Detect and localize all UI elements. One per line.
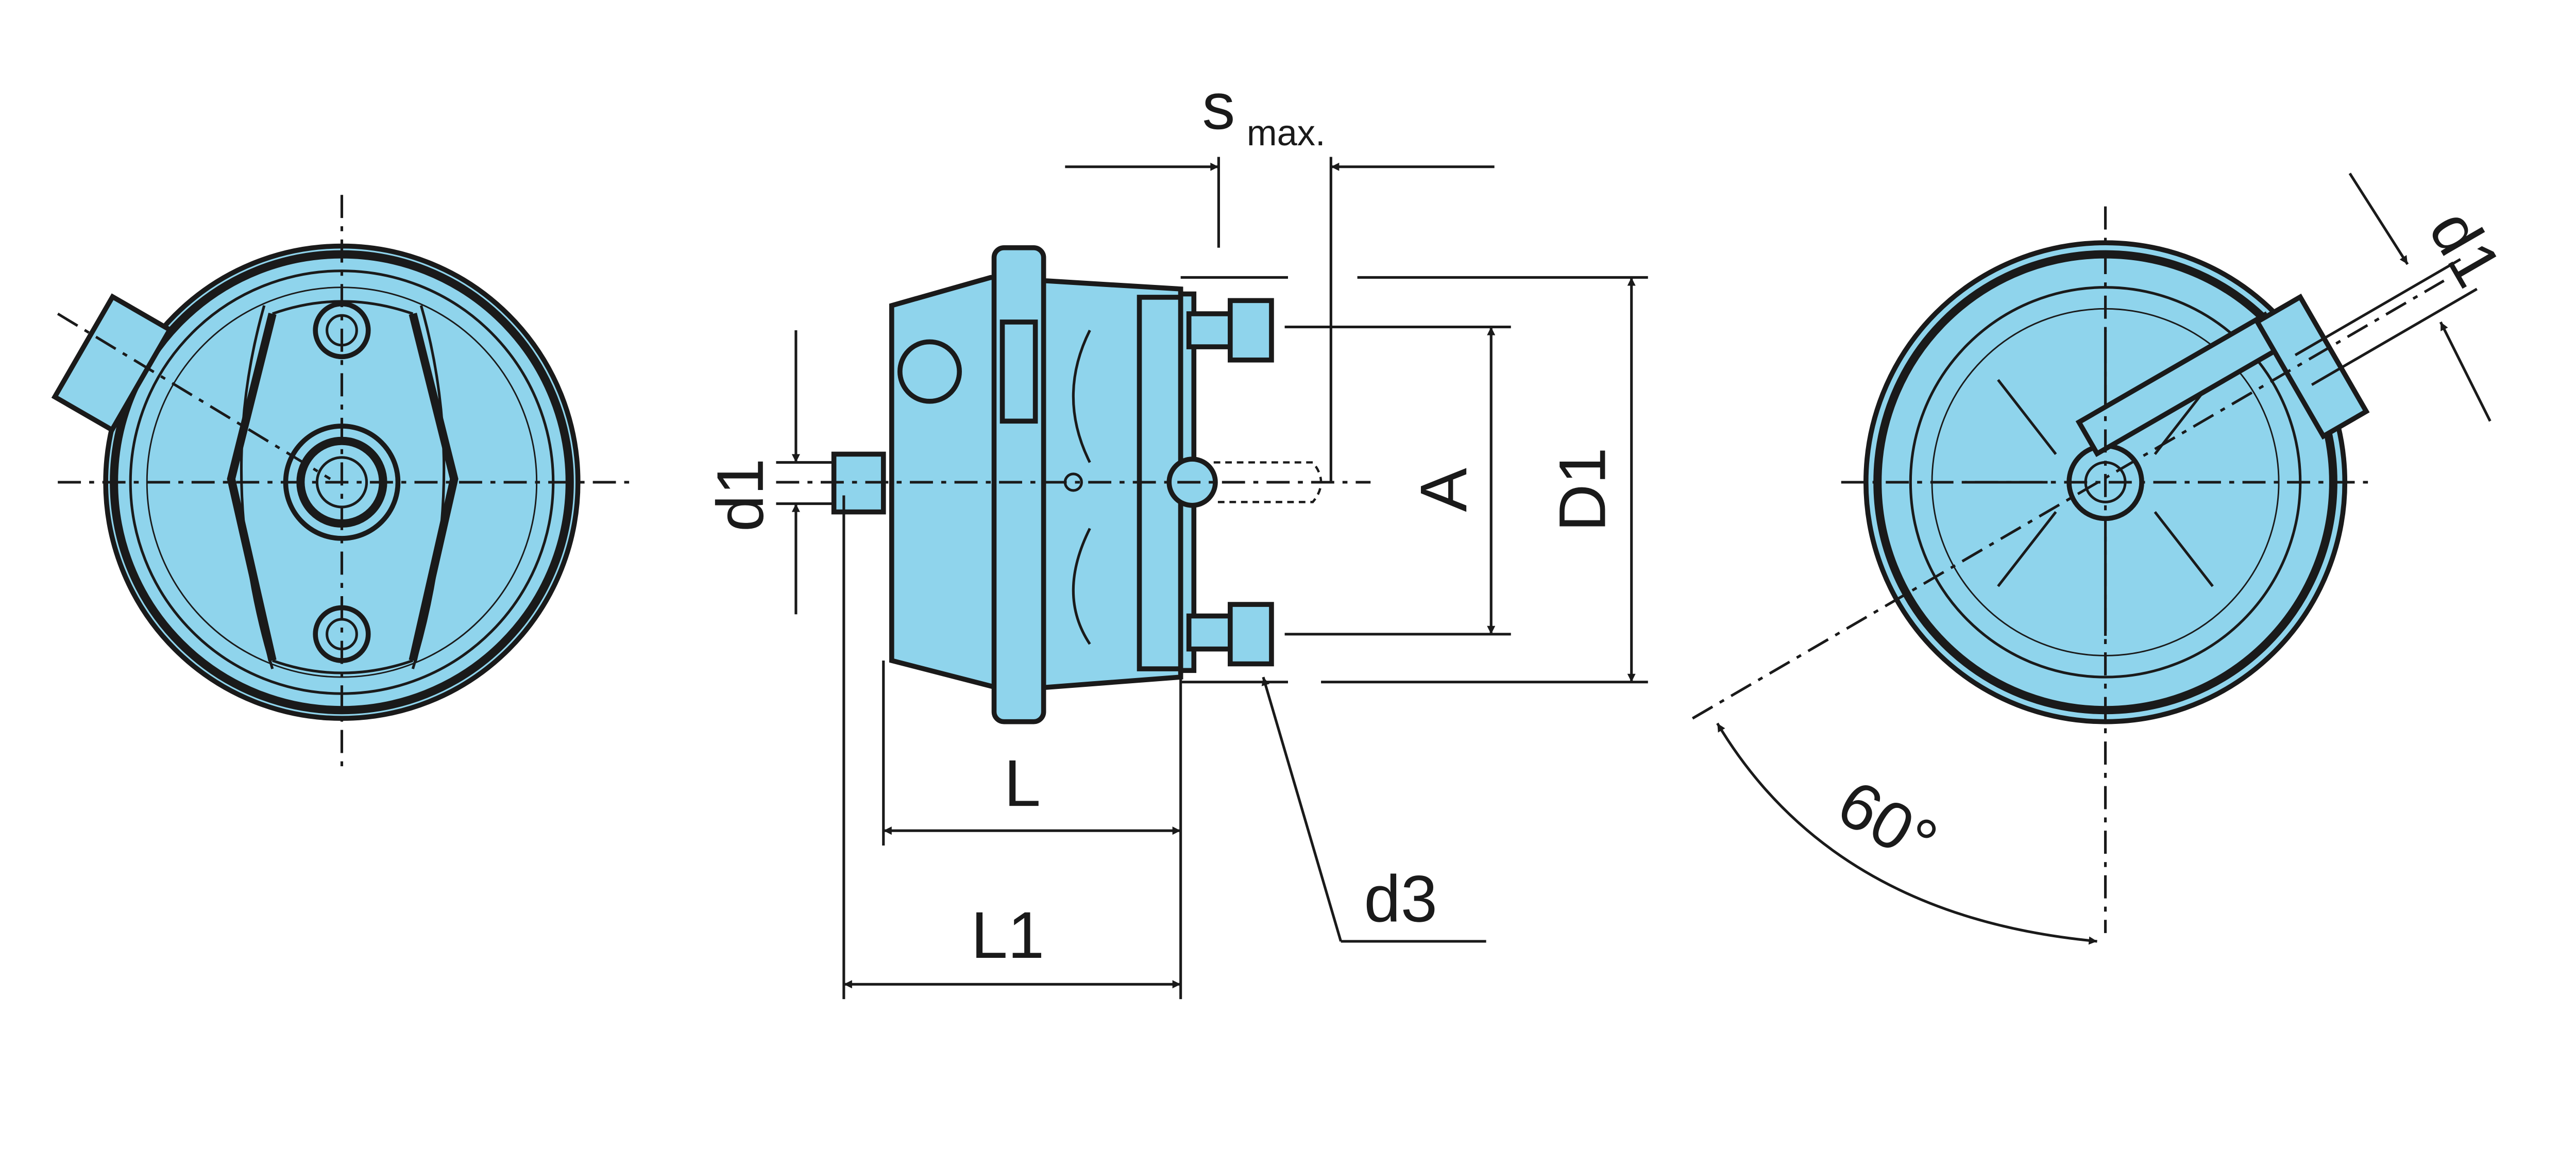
technical-drawing: s max. d1 A D1 L L1 d3 60° d1 [51, 70, 2515, 1000]
d1-label-left: d1 [704, 458, 777, 532]
d1-label-right: d1 [2415, 198, 2515, 299]
s-max-label: s [1202, 70, 1235, 143]
right-end-view [1691, 173, 2492, 945]
side-view [776, 157, 1648, 1000]
l1-dimension-label: L1 [971, 899, 1045, 972]
left-end-view [51, 195, 631, 773]
a-dimension-label: A [1407, 468, 1481, 512]
d1-diameter-label: D1 [1546, 447, 1619, 532]
s-max-subscript: max. [1247, 112, 1326, 153]
l-dimension-label: L [1004, 747, 1041, 820]
d3-label: d3 [1364, 862, 1437, 936]
angle-label: 60° [1826, 766, 1949, 880]
